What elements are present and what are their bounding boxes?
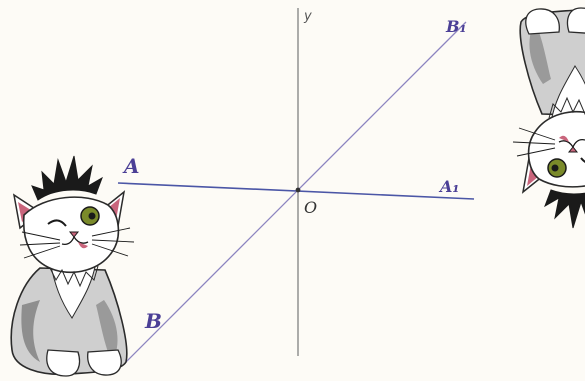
kitten-whiskers xyxy=(512,127,556,157)
origin-label: O xyxy=(304,198,317,217)
kitten-pupil xyxy=(551,164,559,172)
kitten-head xyxy=(527,110,585,188)
kitten-body-shade-2 xyxy=(96,300,118,362)
kitten-neck-fur xyxy=(49,265,99,288)
kitten-nose xyxy=(567,146,579,153)
kitten-right-paw xyxy=(87,349,122,376)
point-b1-label: B₁ xyxy=(445,17,467,36)
kitten-pupil xyxy=(88,212,96,220)
kitten-left-paw xyxy=(46,349,81,377)
point-a1-label: A₁ xyxy=(438,177,459,196)
kitten-chest xyxy=(550,65,585,123)
kitten-hair-tuft xyxy=(31,155,103,201)
kitten-wink-eye xyxy=(580,157,585,163)
kitten-wink-eye xyxy=(47,219,67,227)
kitten-left-ear-inner xyxy=(18,202,34,222)
kitten-right-ear-inner xyxy=(108,198,120,220)
kitten-body-shade-2 xyxy=(529,22,551,84)
segment-b-b1 xyxy=(123,21,467,365)
kitten-nose xyxy=(68,231,80,238)
kitten-tongue xyxy=(559,135,569,142)
kitten-original xyxy=(10,155,135,377)
origin-point xyxy=(295,187,301,193)
kitten-whiskers xyxy=(19,227,135,259)
kitten-left-paw xyxy=(566,7,585,34)
kitten-head xyxy=(22,196,120,274)
kitten-mouth xyxy=(61,236,89,245)
kitten-neck-fur xyxy=(548,96,585,119)
kitten-body-shade xyxy=(21,300,40,362)
kitten-hair-tuft xyxy=(544,189,585,229)
kitten-right-ear-inner xyxy=(527,164,539,186)
point-a-label: A xyxy=(122,154,140,178)
kitten-right-paw xyxy=(525,8,560,35)
point-b-label: B xyxy=(144,309,162,333)
kitten-tongue xyxy=(78,242,88,249)
kitten-mouth xyxy=(558,139,585,148)
y-axis-label: y xyxy=(303,9,312,24)
kitten-image xyxy=(512,7,585,229)
